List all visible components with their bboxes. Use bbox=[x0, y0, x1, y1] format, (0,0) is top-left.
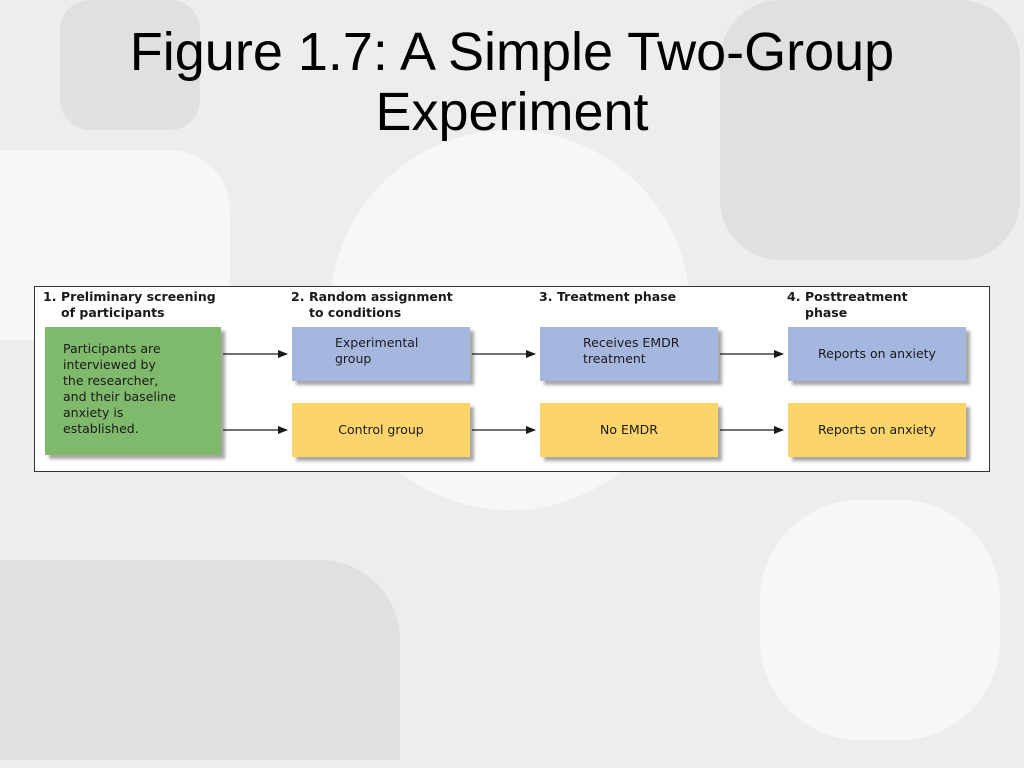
experimental-post-box: Reports on anxiety bbox=[788, 327, 966, 381]
figure-panel: 1.Preliminary screening of participants … bbox=[34, 286, 990, 472]
stage-heading-posttreatment: 4.Posttreatment phase bbox=[787, 289, 908, 320]
screening-box: Participants are interviewed by the rese… bbox=[45, 327, 221, 455]
title-line-1: Figure 1.7: A Simple Two-Group bbox=[129, 22, 895, 82]
title-line-2: Experiment bbox=[375, 82, 649, 142]
no-emdr-box: No EMDR bbox=[540, 403, 718, 457]
background-shape bbox=[60, 0, 200, 130]
page-title: Figure 1.7: A Simple Two-Group Experimen… bbox=[0, 22, 1024, 142]
background-shape bbox=[0, 560, 400, 760]
experimental-group-box: Experimental group bbox=[292, 327, 470, 381]
stage-heading-assignment: 2.Random assignment to conditions bbox=[291, 289, 453, 320]
control-post-box: Reports on anxiety bbox=[788, 403, 966, 457]
background-shape bbox=[720, 0, 1020, 260]
background-shape bbox=[760, 500, 1000, 740]
control-group-box: Control group bbox=[292, 403, 470, 457]
stage-heading-screening: 1.Preliminary screening of participants bbox=[43, 289, 216, 320]
emdr-treatment-box: Receives EMDR treatment bbox=[540, 327, 718, 381]
stage-heading-treatment: 3.Treatment phase bbox=[539, 289, 677, 304]
flow-arrows bbox=[223, 350, 784, 434]
